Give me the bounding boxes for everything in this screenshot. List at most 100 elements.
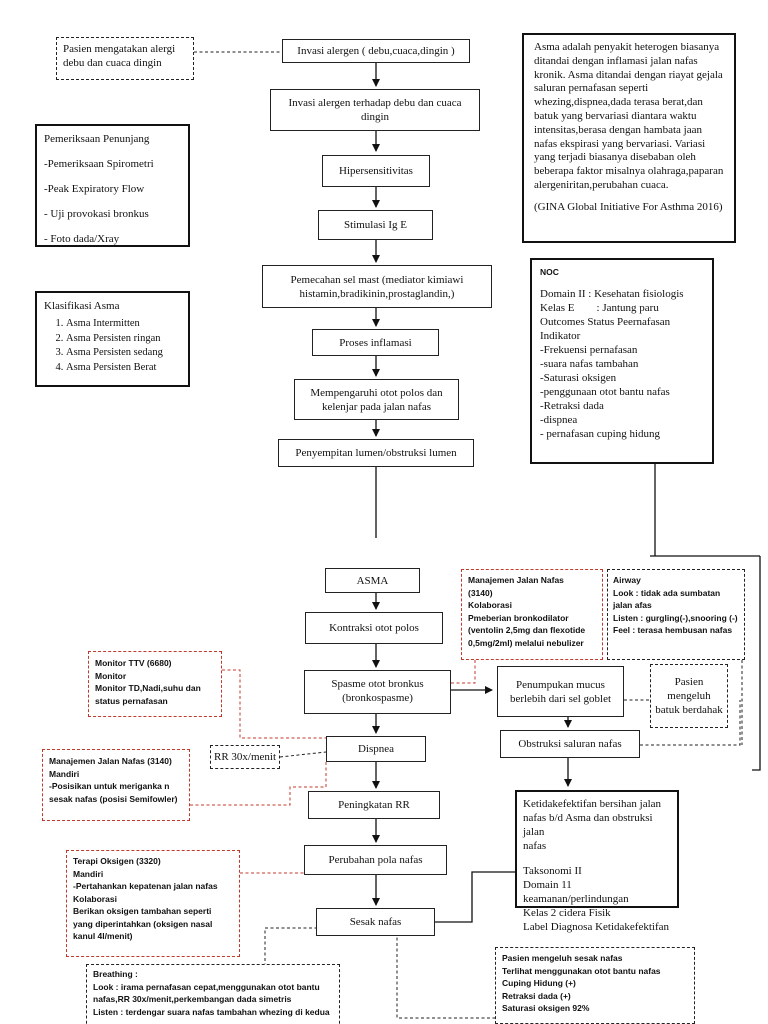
flow-text: Perubahan pola nafas — [328, 854, 423, 866]
flow-text: Pemecahan sel mast (mediator kimiawi his… — [290, 273, 464, 300]
klasifikasi-asma-box: Klasifikasi Asma Asma Intermitten Asma P… — [35, 291, 190, 387]
noc-line: -Saturasi oksigen — [540, 371, 617, 384]
red-dash-monitor — [222, 669, 326, 739]
pemeriksaan-item: - Uji provokasi bronkus — [44, 208, 149, 220]
pasien-batuk-box: Pasien mengeluh batuk berdahak — [650, 664, 728, 728]
flow-text: Invasi alergen ( debu,cuaca,dingin ) — [297, 45, 455, 57]
text-line: Berikan oksigen tambahan seperti — [73, 906, 212, 916]
text-line: jalan afas — [613, 600, 652, 610]
noc-line: - pernafasan cuping hidung — [540, 427, 661, 440]
text-line: Feel : terasa hembusan nafas — [613, 625, 733, 635]
pasien-alergi-box: Pasien mengatakan alergi debu dan cuaca … — [56, 37, 194, 80]
text-line: Breathing : — [93, 969, 138, 979]
text-line: Taksonomi II — [523, 865, 582, 877]
noc-line: Indikator — [540, 329, 581, 342]
flow-text: Peningkatan RR — [338, 799, 410, 811]
pemeriksaan-title: Pemeriksaan Penunjang — [44, 133, 150, 145]
text-line: Look : tidak ada sumbatan — [613, 587, 721, 598]
text-line: Saturasi oksigen 92% — [502, 1003, 590, 1013]
line-sesak-diagnosa — [435, 871, 515, 923]
airway-box: Airway Look : tidak ada sumbatan jalan a… — [607, 569, 745, 660]
dash-rr — [279, 751, 327, 758]
flow-penyempitan: Penyempitan lumen/obstruksi lumen — [278, 439, 474, 467]
flow-text: Dispnea — [357, 743, 395, 755]
flow-text: (bronkospasme) — [342, 692, 413, 704]
text-line: Terlihat menggunakan otot bantu nafas — [502, 965, 661, 976]
rr-box: RR 30x/menit — [210, 745, 280, 769]
flow-text: Kontraksi otot polos — [329, 622, 419, 634]
text-line: sesak nafas (posisi Semifowler) — [49, 793, 178, 804]
flow-text: Penyempitan lumen/obstruksi lumen — [295, 447, 457, 459]
text-line: Monitor TD,Nadi,suhu dan — [95, 683, 201, 693]
flow-obstruksi: Obstruksi saluran nafas — [500, 730, 640, 758]
text-line: Kolaborasi — [468, 600, 512, 610]
text-line: Monitor TTV (6680) — [95, 658, 172, 668]
line-noc-right — [752, 556, 761, 771]
flow-mempengaruhi: Mempengaruhi otot polos dan kelenjar pad… — [294, 379, 459, 420]
text-line: nafas — [523, 840, 547, 852]
flow-invasi-alergen: Invasi alergen ( debu,cuaca,dingin ) — [282, 39, 470, 63]
definisi-text: Asma adalah penyakit heterogen biasanya … — [534, 41, 724, 191]
pasien-sesak-box: Pasien mengeluh sesak nafas Terlihat men… — [495, 947, 695, 1024]
text-line: Retraksi dada (+) — [502, 990, 571, 1001]
flow-asma: ASMA — [325, 568, 420, 593]
text-line: kanul 4l/menit) — [73, 931, 133, 941]
flow-text: Obstruksi saluran nafas — [518, 738, 622, 750]
flow-perubahan-pola: Perubahan pola nafas — [304, 845, 447, 875]
flow-text: Invasi alergen terhadap debu dan cuaca d… — [288, 97, 462, 123]
flow-spasme: Spasme otot bronkus (bronkospasme) — [304, 670, 451, 714]
flow-dispnea: Dispnea — [326, 736, 426, 762]
diagnosa-box: Ketidakefektifan bersihan jalan nafas b/… — [515, 790, 679, 933]
text-line: Monitor — [95, 670, 127, 681]
text-line: Ketidakefektifan bersihan jalan — [523, 798, 662, 810]
klasifikasi-item: Asma Persisten Berat — [66, 361, 181, 376]
flow-kontraksi: Kontraksi otot polos — [305, 612, 443, 644]
klasifikasi-item: Asma Intermitten — [66, 317, 181, 332]
text-line: -Pertahankan kepatenan jalan nafas — [73, 881, 218, 891]
text-line: Kolaborasi — [73, 893, 117, 904]
manajemen-jalan-nafas-kolaborasi: Manajemen Jalan Nafas (3140) Kolaborasi … — [461, 569, 603, 660]
klasifikasi-item: Asma Persisten ringan — [66, 332, 181, 347]
dash-pasien-sesak — [396, 932, 495, 1019]
dash-airway — [640, 700, 741, 746]
flow-text: ASMA — [356, 574, 389, 587]
flow-text: Proses inflamasi — [339, 336, 412, 349]
flow-hipersensitivitas: Hipersensitivitas — [322, 155, 430, 187]
noc-line: Outcomes Status Peernafasan — [540, 315, 671, 328]
text-line: Manajemen Jalan Nafas (3140) — [49, 756, 172, 766]
terapi-oksigen-box: Terapi Oksigen (3320) Mandiri -Pertahank… — [66, 850, 240, 957]
flow-text: Hipersensitivitas — [339, 165, 413, 177]
text-line: 0,5mg/2ml) melalui nebulizer — [468, 637, 584, 648]
text-line: -Posisikan untuk meriganka n — [49, 781, 170, 791]
text-line: status pernafasan — [95, 695, 168, 706]
red-dash-mandiri — [190, 762, 327, 806]
flow-text: Penumpukan mucus berlebih dari sel goble… — [509, 678, 612, 705]
text-line: Airway — [613, 575, 641, 585]
breathing-box: Breathing : Look : irama pernafasan cepa… — [86, 964, 340, 1024]
text-line: Label Diagnosa Ketidakefektifan — [523, 921, 669, 933]
noc-line: -suara nafas tambahan — [540, 357, 639, 370]
manajemen-jalan-nafas-mandiri: Manajemen Jalan Nafas (3140) Mandiri -Po… — [42, 749, 190, 821]
pemeriksaan-item: - Foto dada/Xray — [44, 233, 120, 245]
noc-line: -Frekuensi pernafasan — [540, 343, 638, 356]
text-line: (3140) — [468, 587, 493, 598]
text-line: yang diperintahkan (oksigen nasal — [73, 918, 213, 929]
flow-peningkatan-rr: Peningkatan RR — [308, 791, 440, 819]
text-line: nafas,RR 30x/menit,perkembangan dada sim… — [93, 994, 292, 1004]
text-line: Mandiri — [49, 768, 80, 779]
red-dash-manajemen — [451, 660, 476, 684]
definisi-asma-box: Asma adalah penyakit heterogen biasanya … — [522, 33, 736, 243]
text-line: Manajemen Jalan Nafas — [468, 575, 564, 585]
noc-line: Kelas E : Jantung paru — [540, 301, 659, 314]
text-line: Listen : gurgling(-),snooring (-) — [613, 612, 738, 623]
text-line: Kelas 2 cidera Fisik — [523, 907, 611, 919]
pemeriksaan-penunjang-box: Pemeriksaan Penunjang -Pemeriksaan Spiro… — [35, 124, 190, 247]
text-line: nafas b/d Asma dan obstruksi jalan — [523, 812, 653, 838]
noc-box: NOC Domain II : Kesehatan fisiologis Kel… — [530, 258, 714, 464]
text-line: Mandiri — [73, 868, 104, 879]
flow-stimulasi-ige: Stimulasi Ig E — [318, 210, 433, 240]
text-line: Listen : terdengar suara nafas tambahan … — [93, 1006, 330, 1017]
flow-penumpukan-mucus: Penumpukan mucus berlebih dari sel goble… — [497, 666, 624, 717]
